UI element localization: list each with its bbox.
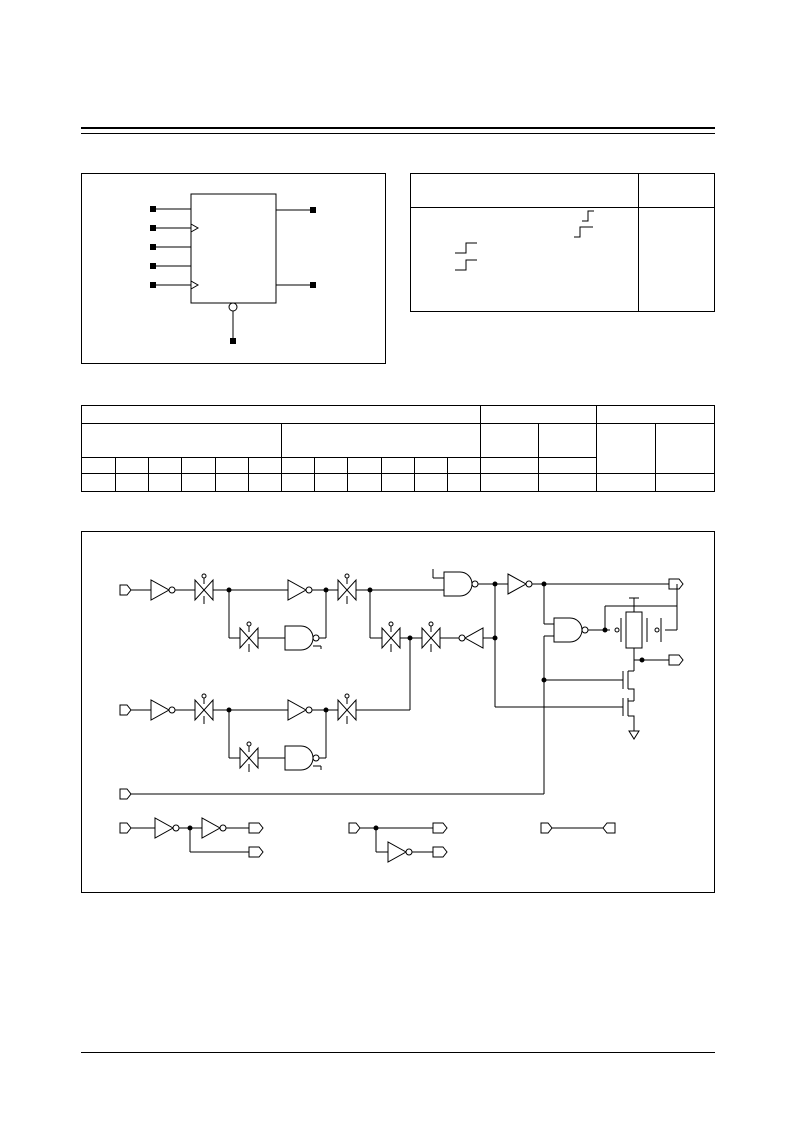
q-output-port bbox=[668, 578, 684, 590]
table-header-cell bbox=[80, 404, 482, 425]
table-cell bbox=[281, 456, 315, 474]
table-header-cell bbox=[655, 423, 716, 474]
output-port-reversed bbox=[602, 822, 616, 834]
inverter bbox=[287, 699, 313, 721]
transmission-gate bbox=[239, 621, 259, 653]
nand-gate bbox=[553, 617, 589, 643]
input-pin-1 bbox=[150, 206, 191, 212]
pin-state-table bbox=[80, 404, 716, 493]
transmission-gate bbox=[337, 693, 357, 725]
table-cell bbox=[215, 472, 249, 493]
table-header-cell bbox=[596, 423, 657, 474]
transmission-gate bbox=[381, 621, 401, 653]
table-cell bbox=[181, 456, 216, 474]
table-cell bbox=[81, 456, 116, 474]
table-cell bbox=[115, 472, 149, 493]
output-port bbox=[432, 846, 448, 858]
table-cell bbox=[248, 456, 282, 474]
truth-table-grid bbox=[410, 173, 715, 312]
nand-gate bbox=[443, 571, 479, 597]
header-rule-thin bbox=[81, 133, 715, 134]
footer-rule bbox=[81, 1052, 715, 1053]
input-pin-2 bbox=[150, 223, 200, 233]
table-header-cell bbox=[480, 423, 540, 458]
output-port bbox=[248, 846, 264, 858]
table-cell bbox=[655, 472, 716, 493]
inverter bbox=[201, 817, 227, 839]
table-header-cell bbox=[480, 404, 598, 425]
transmission-gate bbox=[337, 573, 357, 605]
table-cell bbox=[115, 456, 149, 474]
ground-icon bbox=[628, 730, 640, 740]
logic-diagram bbox=[119, 569, 684, 863]
transmission-gate bbox=[421, 621, 441, 653]
output-pin-1 bbox=[276, 207, 316, 213]
table-cell bbox=[347, 456, 382, 474]
rising-edge-icon bbox=[455, 242, 477, 254]
table-cell bbox=[81, 472, 116, 493]
table-cell bbox=[596, 472, 657, 493]
table-header-cell bbox=[280, 423, 482, 458]
table-cell bbox=[248, 472, 282, 493]
inverter bbox=[287, 579, 313, 601]
mos-transistor bbox=[495, 660, 635, 731]
truth-table bbox=[410, 173, 715, 312]
input-port bbox=[119, 822, 132, 834]
logic-diagram-box bbox=[81, 531, 715, 893]
table-cell bbox=[181, 472, 216, 493]
inverter bbox=[150, 579, 176, 601]
buffer-inverter bbox=[458, 627, 484, 649]
logic-symbol bbox=[150, 193, 316, 344]
table-cell bbox=[381, 456, 415, 474]
table-cell bbox=[314, 472, 348, 493]
input-pin-5 bbox=[150, 280, 200, 290]
table-cell bbox=[215, 456, 249, 474]
input-port bbox=[348, 822, 361, 834]
logic-symbol-box bbox=[81, 173, 386, 364]
table-cell bbox=[314, 456, 348, 474]
data-input-port bbox=[119, 704, 132, 716]
table-cell bbox=[381, 472, 415, 493]
transmission-gate bbox=[239, 741, 259, 773]
table-cell bbox=[347, 472, 382, 493]
inverter bbox=[507, 573, 533, 595]
clock-input-port bbox=[119, 584, 132, 596]
input-pin-3 bbox=[150, 244, 191, 250]
table-cell bbox=[446, 472, 482, 493]
table-cell bbox=[281, 472, 315, 493]
rising-edge-icon bbox=[582, 210, 594, 222]
flip-flop-block bbox=[190, 193, 277, 304]
table-cell bbox=[480, 472, 540, 493]
table-header-cell bbox=[538, 423, 598, 458]
table-cell bbox=[446, 456, 482, 474]
table-cell bbox=[414, 472, 448, 493]
mos-transistor bbox=[604, 584, 678, 660]
table-header-cell bbox=[81, 423, 282, 458]
table-cell bbox=[414, 456, 448, 474]
output-port bbox=[432, 822, 448, 834]
table-cell bbox=[148, 472, 182, 493]
bottom-pin bbox=[228, 302, 238, 344]
table-cell bbox=[538, 456, 598, 474]
table-header-cell bbox=[596, 404, 716, 425]
rising-edge-icon bbox=[455, 259, 477, 271]
transmission-gate bbox=[194, 693, 214, 725]
rising-edge-icon bbox=[574, 226, 593, 238]
transmission-gate bbox=[194, 573, 214, 605]
table-cell bbox=[538, 472, 598, 493]
header-rule-thick bbox=[81, 127, 715, 129]
reset-input-port bbox=[119, 788, 132, 800]
input-port bbox=[540, 822, 553, 834]
inverter bbox=[150, 699, 176, 721]
inverter bbox=[154, 817, 180, 839]
qn-output-port bbox=[668, 654, 684, 666]
output-pin-2 bbox=[276, 282, 316, 288]
input-pin-4 bbox=[150, 263, 191, 269]
table-cell bbox=[148, 456, 182, 474]
inverter bbox=[387, 841, 413, 863]
table-cell bbox=[480, 456, 540, 474]
output-port bbox=[248, 822, 264, 834]
